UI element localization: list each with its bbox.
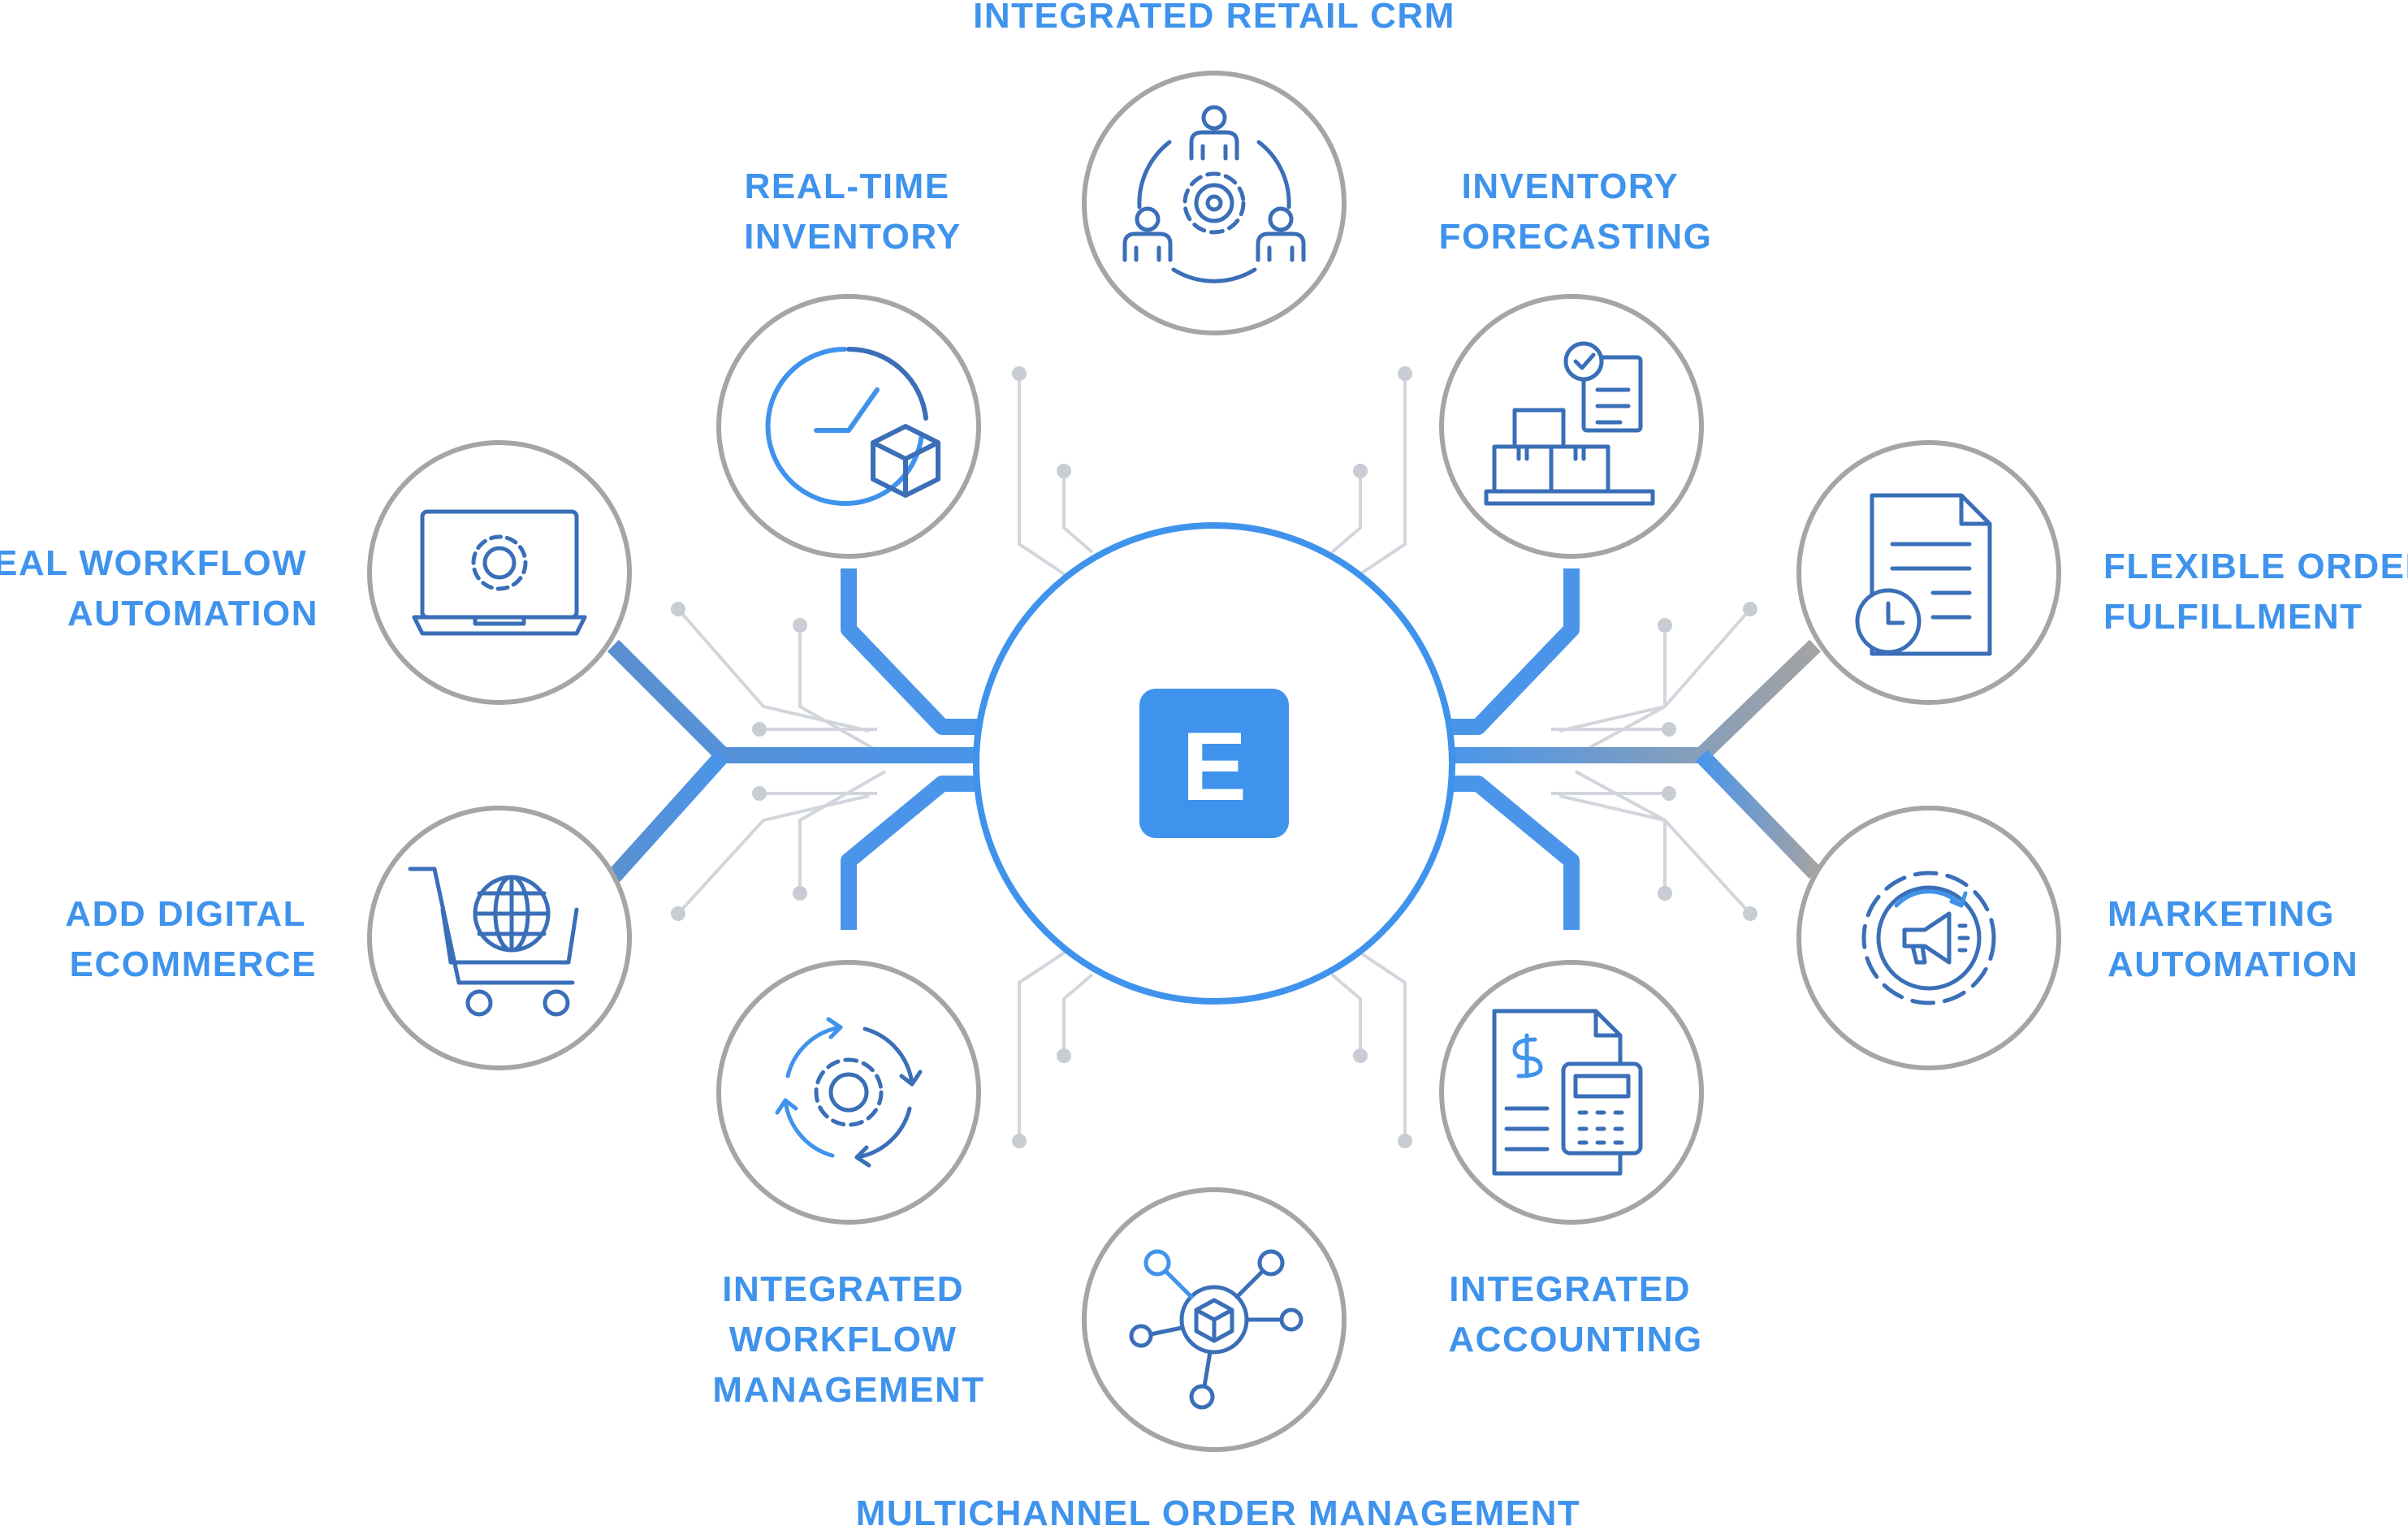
label-real-workflow-automation: REAL WORKFLOW AUTOMATION xyxy=(0,543,318,633)
hub-logo-letter: E xyxy=(1182,712,1247,821)
node-ecommerce xyxy=(367,806,632,1070)
hub: E xyxy=(973,522,1455,1005)
connectors xyxy=(607,333,1822,1198)
node-realtime xyxy=(716,294,981,559)
label-multichannel-order-management: MULTICHANNEL ORDER MANAGEMENT xyxy=(856,1493,1581,1530)
label-integrated-retail-crm: INTEGRATED RETAIL CRM xyxy=(973,0,1455,36)
label-real-time-inventory: REAL-TIME INVENTORY xyxy=(744,166,962,257)
cart-globe-icon xyxy=(408,867,579,1017)
box-network-icon xyxy=(1129,1249,1303,1410)
node-workflow-auto xyxy=(367,440,632,705)
gear-megaphone-icon xyxy=(1861,871,1996,1005)
node-workflow-mgmt xyxy=(716,960,981,1225)
label-add-digital-ecommerce: ADD DIGITAL ECOMMERCE xyxy=(65,894,317,984)
circuit-traces xyxy=(677,374,1752,1141)
gear-cycle-icon xyxy=(775,1017,923,1168)
node-crm xyxy=(1082,71,1347,335)
node-fulfillment xyxy=(1796,440,2061,705)
label-integrated-workflow-management: INTEGRATED WORKFLOW MANAGEMENT xyxy=(712,1269,984,1410)
document-clock-icon xyxy=(1855,493,1992,656)
circuit-dots xyxy=(671,366,1757,1148)
invoice-calculator-icon xyxy=(1492,1009,1643,1176)
laptop-gear-icon xyxy=(412,509,587,636)
node-forecast xyxy=(1439,294,1704,559)
label-integrated-accounting: INTEGRATED ACCOUNTING xyxy=(1448,1269,1702,1359)
crm-team-gear-icon xyxy=(1122,105,1306,283)
label-marketing-automation: MARKETING AUTOMATION xyxy=(2108,894,2358,984)
node-multichannel xyxy=(1082,1187,1347,1452)
node-marketing xyxy=(1796,806,2061,1070)
clock-box-icon xyxy=(765,346,940,506)
node-accounting xyxy=(1439,960,1704,1225)
boxes-checklist-icon xyxy=(1484,341,1655,506)
label-flexible-order-fulfillment: FLEXIBLE ORDER FULFILLMENT xyxy=(2103,547,2408,637)
label-inventory-forecasting: INVENTORY FORECASTING xyxy=(1439,166,1713,257)
